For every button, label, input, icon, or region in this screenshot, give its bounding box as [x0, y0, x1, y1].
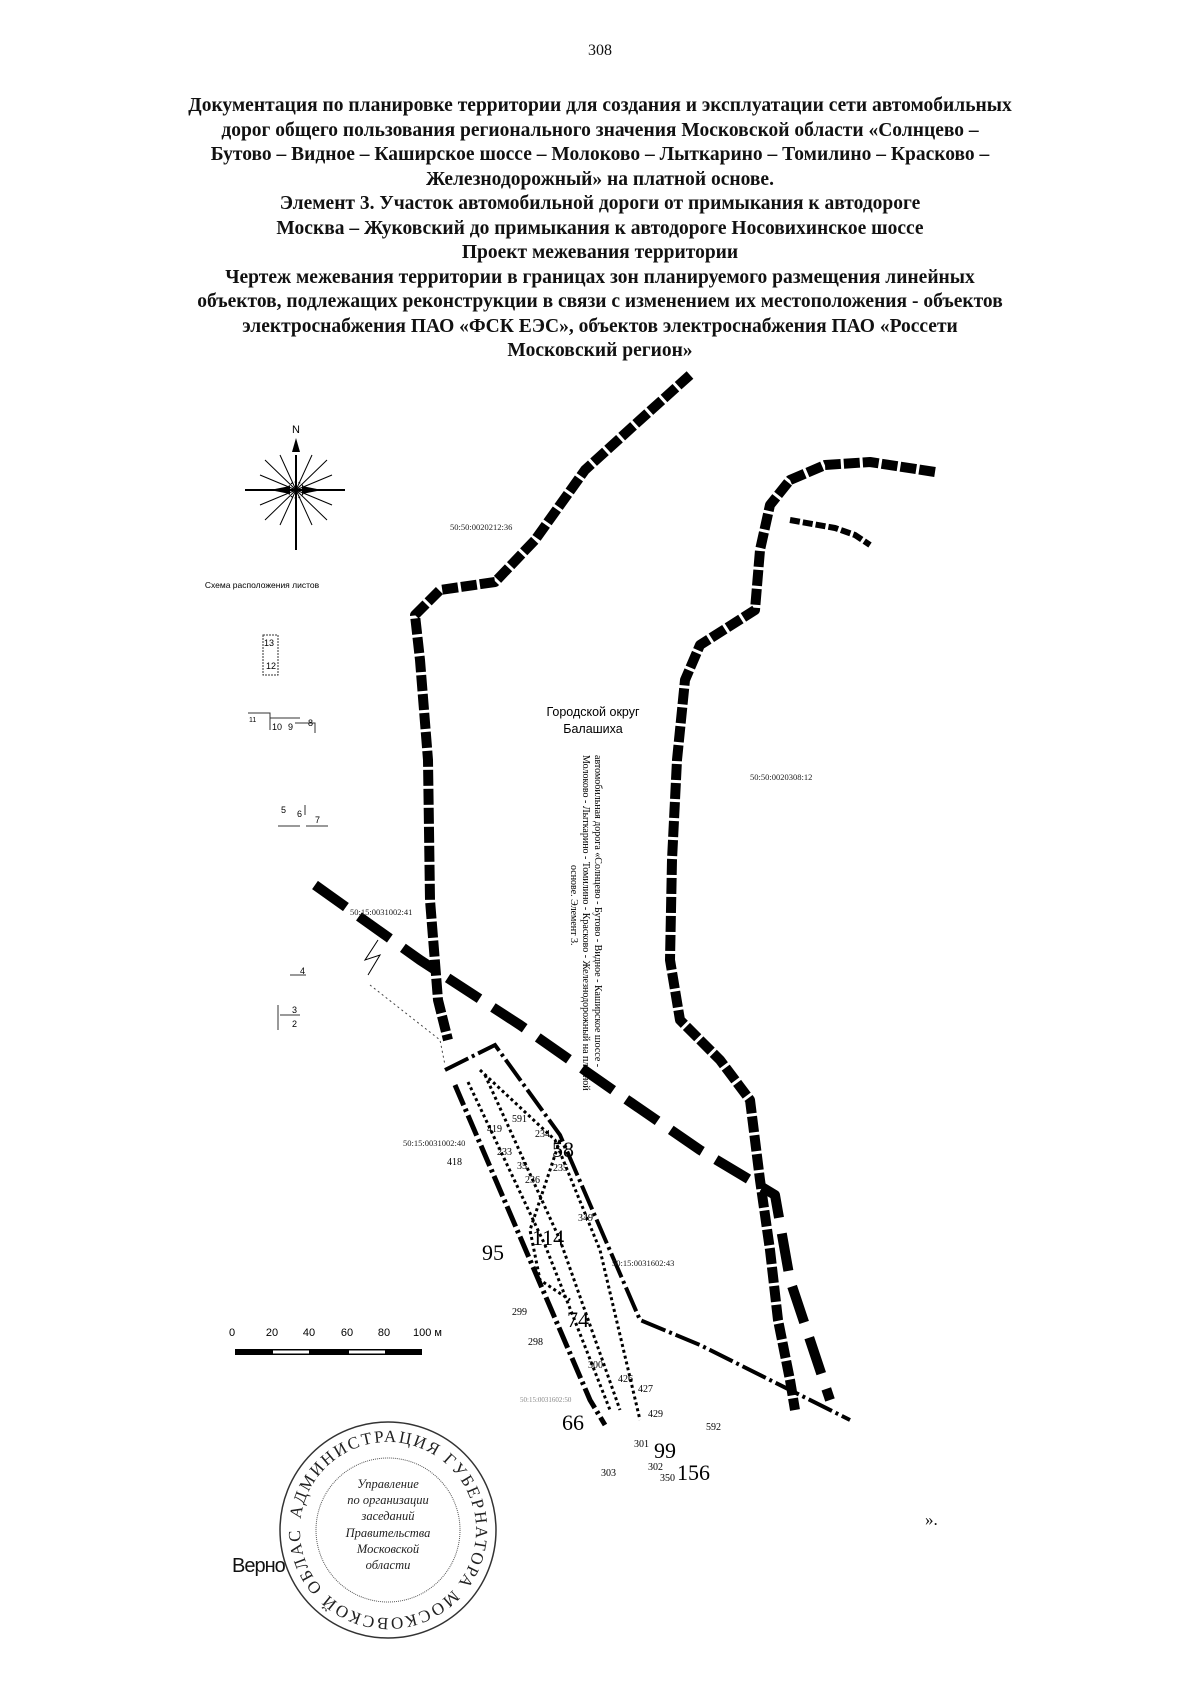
point-number: 427: [638, 1384, 653, 1395]
plot-number: 95: [482, 1240, 504, 1265]
heading-line: Документация по планировке территории дл…: [188, 95, 1012, 116]
point-number: 426: [618, 1374, 633, 1385]
heading-line: Бутово – Видное – Каширское шоссе – Моло…: [210, 144, 990, 165]
sheet-number: 7: [315, 815, 320, 825]
heading-line: Московский регион»: [507, 340, 693, 361]
point-number: 418: [447, 1157, 462, 1168]
heading-line: Москва – Жуковский до примыкания к автод…: [276, 217, 924, 239]
sheet-number: 12: [266, 661, 276, 671]
district-label-line: Балашиха: [563, 722, 623, 736]
road-label-line: основе. Элемент 3.: [568, 865, 579, 946]
heading-line: Чертеж межевания территории в границах з…: [225, 266, 975, 288]
point-numbers: 419 591 234 418 233 35 235 236 349 299 2…: [447, 1114, 721, 1484]
sheet-number: 10: [272, 722, 282, 732]
point-number: 592: [706, 1422, 721, 1433]
stamp-line: по организации: [347, 1493, 429, 1507]
stamp-ring-text: АДМИНИСТРАЦИЯ ГУБЕРНАТОРА МОСКОВСКОЙ ОБЛ…: [0, 0, 489, 1633]
sheet-number: 6: [297, 809, 302, 819]
point-number: 35: [517, 1161, 527, 1172]
compass-rose-icon: N: [245, 424, 345, 550]
point-number: 299: [512, 1307, 527, 1318]
stamp-line: Правительства: [345, 1526, 431, 1540]
plot-numbers: 58 114 95 74 66 99 156: [482, 1137, 710, 1485]
document-heading: Документация по планировке территории дл…: [90, 94, 1110, 364]
sheet-scheme-title: Схема расположения листов: [205, 580, 320, 590]
point-number: 419: [487, 1124, 502, 1135]
cadastral-number: 50:15:0031602:43: [612, 1258, 674, 1268]
point-number: 302: [648, 1462, 663, 1473]
stamp-line: заседаний: [360, 1509, 415, 1523]
sheet-number: 9: [288, 722, 293, 732]
sheet-number: 4: [300, 966, 305, 976]
point-number: 300: [588, 1360, 603, 1371]
sheet-number: 8: [308, 718, 313, 728]
sheet-layout-scheme: Схема расположения листов 13 12 11 10 9 …: [205, 580, 328, 1030]
official-stamp: АДМИНИСТРАЦИЯ ГУБЕРНАТОРА МОСКОВСКОЙ ОБЛ…: [0, 0, 497, 1639]
north-label: N: [292, 424, 300, 436]
plot-number: 74: [567, 1307, 589, 1332]
plot-number: 99: [654, 1438, 676, 1463]
scale-tick: 100 м: [413, 1327, 442, 1339]
point-number: 233: [497, 1147, 512, 1158]
sheet-number: 13: [264, 638, 274, 648]
road-label-line: автомобильная дорога «Солнцево - Бутово …: [592, 755, 603, 1067]
district-label-line: Городской округ: [546, 705, 640, 719]
plot-number: 114: [532, 1225, 564, 1250]
stamp-line: области: [366, 1558, 411, 1572]
road-label: автомобильная дорога «Солнцево - Бутово …: [568, 755, 603, 1091]
heading-line: Проект межевания территории: [461, 242, 739, 263]
district-label: Городской округ Балашиха: [546, 705, 640, 736]
scale-bar: 0 20 40 60 80 100 м: [229, 1327, 442, 1355]
page-number: 308: [588, 42, 612, 59]
scale-tick: 60: [341, 1327, 353, 1339]
scale-tick: 0: [229, 1327, 235, 1339]
point-number: 350: [660, 1473, 675, 1484]
cadastral-number: 50:15:0031602:50: [520, 1396, 572, 1404]
sheet-number: 11: [249, 717, 256, 724]
heading-line: дорог общего пользования регионального з…: [221, 119, 979, 141]
scale-tick: 40: [303, 1327, 315, 1339]
scale-tick: 80: [378, 1327, 390, 1339]
heading-line: электроснабжения ПАО «ФСК ЕЭС», объектов…: [242, 315, 958, 337]
sheet-number: 3: [292, 1005, 297, 1015]
point-number: 301: [634, 1439, 649, 1450]
road-label-line: Молоково - Лыткарино - Томилино - Краско…: [580, 755, 591, 1091]
scale-tick: 20: [266, 1327, 278, 1339]
verno-signature: Верно: [232, 1555, 286, 1577]
cadastral-number: 50:50:0020308:12: [750, 772, 812, 782]
zone-boundary-lines: [363, 939, 851, 1427]
point-number: 235: [553, 1163, 568, 1174]
point-number: 429: [648, 1409, 663, 1420]
svg-text:АДМИНИСТРАЦИЯ ГУБЕРНАТОРА МОСК: АДМИНИСТРАЦИЯ ГУБЕРНАТОРА МОСКОВСКОЙ ОБЛ…: [0, 0, 491, 1633]
heading-line: Элемент 3. Участок автомобильной дороги …: [279, 193, 921, 214]
point-number: 303: [601, 1468, 616, 1479]
closing-quote: ».: [925, 1510, 938, 1529]
sheet-number: 5: [281, 805, 286, 815]
point-number: 591: [512, 1114, 527, 1125]
plot-number: 66: [562, 1410, 584, 1435]
point-number: 234: [535, 1129, 550, 1140]
district-boundary-lines: [312, 371, 936, 1411]
heading-line: Железнодорожный» на платной основе.: [426, 168, 774, 190]
stamp-line: Управление: [357, 1477, 419, 1491]
cadastral-number: 50:15:0031002:40: [403, 1138, 465, 1148]
point-number: 349: [578, 1213, 593, 1224]
cadastral-number: 50:15:0031002:41: [350, 907, 412, 917]
plot-number: 58: [552, 1137, 574, 1162]
sheet-number: 2: [292, 1019, 297, 1029]
point-number: 236: [525, 1175, 540, 1186]
plot-number: 156: [677, 1460, 710, 1485]
heading-line: объектов, подлежащих реконструкции в свя…: [197, 291, 1003, 312]
cadastral-numbers: 50:50:0020212:36 50:50:0020308:12 50:15:…: [350, 522, 812, 1404]
point-number: 298: [528, 1337, 543, 1348]
stamp-line: Московской: [356, 1542, 420, 1556]
cadastral-number: 50:50:0020212:36: [450, 522, 512, 532]
